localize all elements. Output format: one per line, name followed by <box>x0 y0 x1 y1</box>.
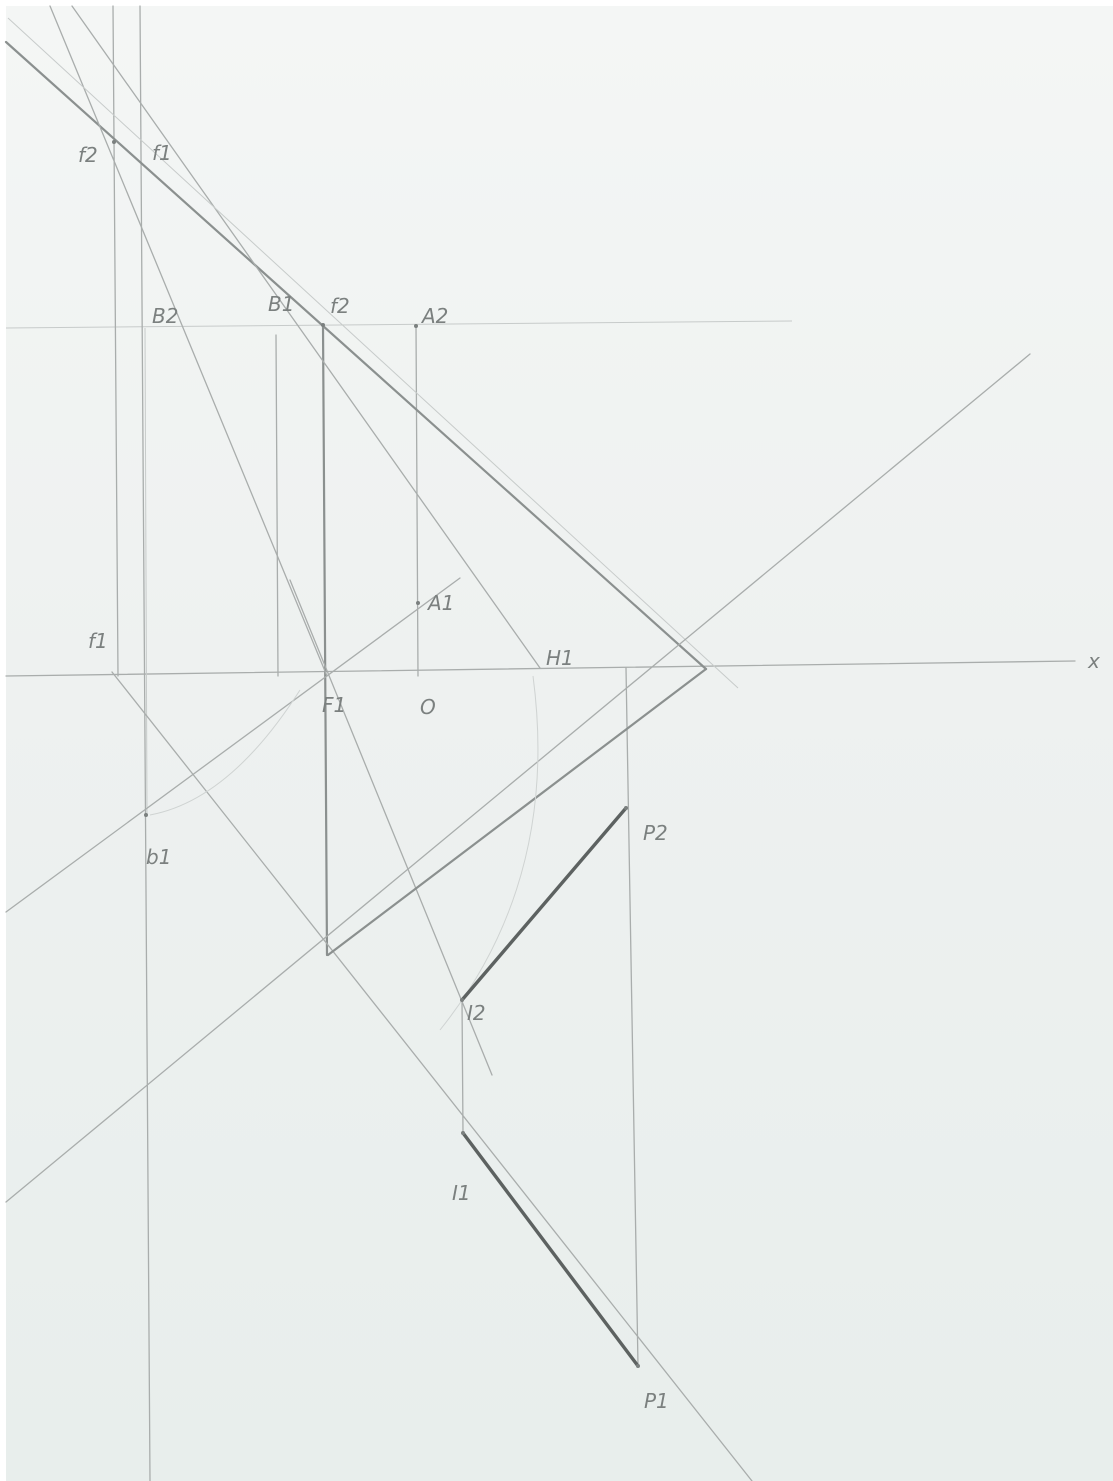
vertical-line-b-upper <box>144 327 148 816</box>
vertical-line-f <box>321 323 329 957</box>
label-f1-top: f1 <box>152 141 172 165</box>
label-f1: F1 <box>322 693 346 717</box>
point-i1 <box>461 1131 465 1135</box>
vertical-line-b <box>139 5 151 1481</box>
label-a2: A2 <box>420 304 448 328</box>
label-h: H1 <box>546 646 574 670</box>
construction-arc-large <box>439 675 539 1031</box>
label-x-axis: x <box>1087 649 1100 673</box>
line-f1-a1 <box>5 577 461 913</box>
label-f2-left: f2 <box>78 143 98 167</box>
trace-line-f2-f1 <box>49 5 328 677</box>
segment-p2-i2 <box>460 806 628 1002</box>
trace-line-f1-p1 <box>111 671 753 1481</box>
point-a1 <box>416 601 420 605</box>
point-p1 <box>636 1364 640 1368</box>
vertical-line-i <box>461 999 464 1134</box>
label-i1: I1 <box>452 1181 471 1205</box>
label-p2: P2 <box>643 821 668 845</box>
label-b1: b1 <box>146 845 171 869</box>
label-b2: B2 <box>152 304 178 328</box>
steep-line <box>71 5 541 669</box>
label-i2: I2 <box>467 1001 486 1025</box>
vertical-line-f2 <box>112 5 119 677</box>
thin-diagonal <box>7 17 739 689</box>
vertical-line-a <box>415 324 419 677</box>
point-p2 <box>624 806 628 810</box>
label-a1: A1 <box>426 591 454 615</box>
label-p1: P1 <box>644 1389 669 1413</box>
point-b1 <box>144 813 148 817</box>
construction-arc-b <box>149 689 301 816</box>
horizontal-reference-line <box>5 320 793 329</box>
steep-line-lower <box>289 579 493 1076</box>
label-f2-mid: f2 <box>330 294 350 318</box>
label-b-mid: B1 <box>268 292 294 316</box>
long-diagonal <box>5 353 1031 1203</box>
vertical-line-b1prime <box>275 334 279 677</box>
line-return-upper <box>326 667 708 957</box>
x-axis-line <box>5 660 1076 677</box>
point-f2-mid <box>321 323 325 327</box>
point-a2 <box>414 324 418 328</box>
label-o: O <box>420 695 436 719</box>
point-i2 <box>460 998 464 1002</box>
vertical-line-p <box>625 667 639 1367</box>
trace-line-f2-h <box>4 40 708 671</box>
label-f1-left: f1 <box>88 629 108 653</box>
segment-i1-p1 <box>461 1131 640 1368</box>
point-f2 <box>112 140 116 144</box>
